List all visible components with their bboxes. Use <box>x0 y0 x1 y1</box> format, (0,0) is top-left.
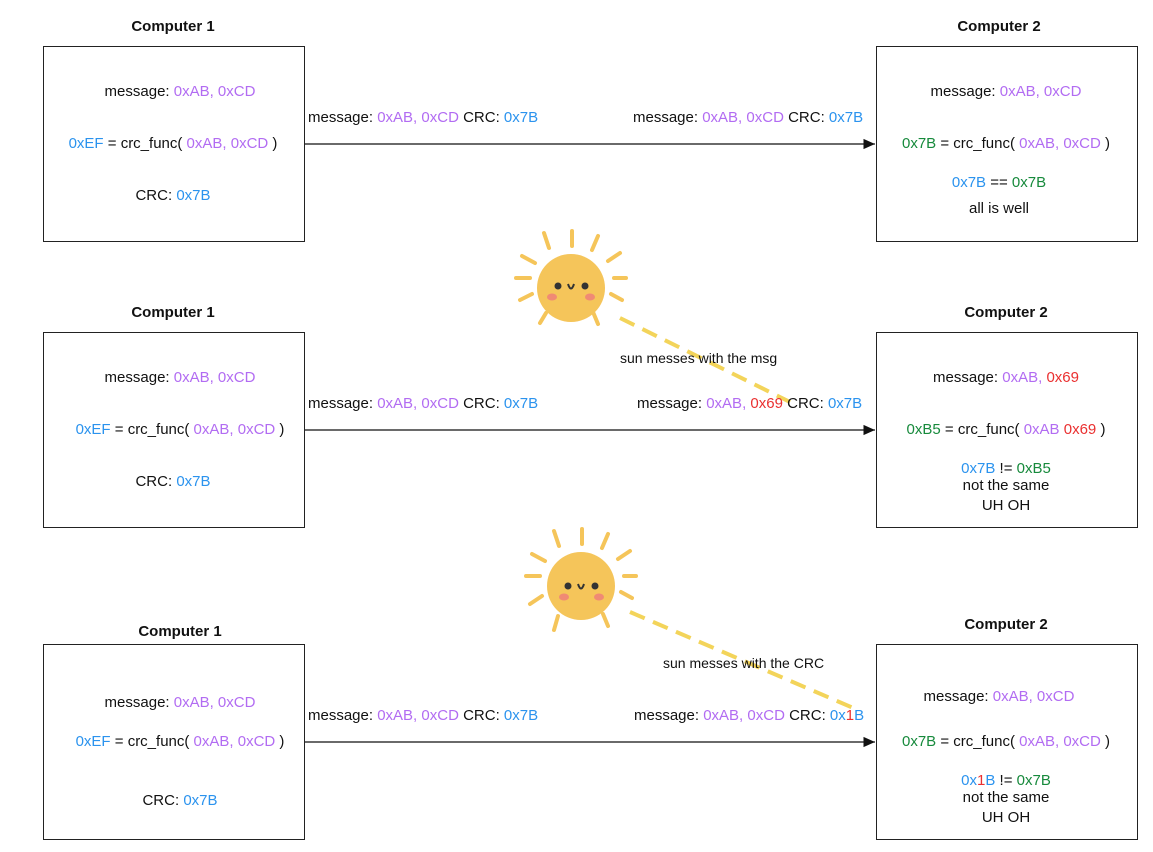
row3-computer1-title: Computer 1 <box>138 623 222 640</box>
row1-c1-message: message: 0xAB, 0xCD <box>104 83 256 100</box>
row2-c2-uh-oh: UH OH <box>981 497 1031 514</box>
row3-received-label: message: 0xAB, 0xCD CRC: 0x1B <box>634 707 865 724</box>
row2-computer2-box <box>876 332 1138 528</box>
row3-c2-crc-calc: 0x7B = crc_func( 0xAB, 0xCD ) <box>901 733 1111 750</box>
row3-sent-label: message: 0xAB, 0xCD CRC: 0x7B <box>308 707 539 724</box>
row1-c2-crc-calc: 0x7B = crc_func( 0xAB, 0xCD ) <box>901 135 1111 152</box>
row3-c1-crc: CRC: 0x7B <box>142 792 218 809</box>
row3-annotation: sun messes with the CRC <box>663 655 825 671</box>
row1-c2-compare: 0x7B == 0x7B <box>951 174 1047 191</box>
row3-c1-message: message: 0xAB, 0xCD <box>104 694 256 711</box>
row3-c1-crc-calc: 0xEF = crc_func( 0xAB, 0xCD ) <box>75 733 285 750</box>
sun-ray-row3 <box>629 610 859 712</box>
row3-c2-not-same: not the same <box>962 789 1050 806</box>
row1-computer1-box <box>43 46 305 242</box>
row1-computer2-box <box>876 46 1138 242</box>
row1-computer2-title: Computer 2 <box>957 18 1041 35</box>
row2-c2-not-same: not the same <box>962 477 1050 494</box>
sun-icon-row3 <box>524 527 638 632</box>
row2-computer1-title: Computer 1 <box>131 304 215 321</box>
row3-computer2-box <box>876 644 1138 840</box>
row2-c2-message: message: 0xAB, 0x69 <box>933 369 1079 386</box>
row1-sent-label: message: 0xAB, 0xCD CRC: 0x7B <box>308 109 539 126</box>
row2-received-label: message: 0xAB, 0x69 CRC: 0x7B <box>637 395 863 412</box>
row3-c2-compare: 0x1B != 0x7B <box>961 772 1051 789</box>
row2-computer1-box <box>43 332 305 528</box>
row1-c1-crc-calc: 0xEF = crc_func( 0xAB, 0xCD ) <box>68 135 278 152</box>
row2-c1-crc: CRC: 0x7B <box>135 473 211 490</box>
row3-c2-uh-oh: UH OH <box>981 809 1031 826</box>
row2-computer2-title: Computer 2 <box>964 304 1048 321</box>
row3-computer2-title: Computer 2 <box>964 616 1048 633</box>
row1-c1-crc: CRC: 0x7B <box>135 187 211 204</box>
row1-c2-message: message: 0xAB, 0xCD <box>930 83 1082 100</box>
row2-sent-label: message: 0xAB, 0xCD CRC: 0x7B <box>308 395 539 412</box>
row1-c2-result: all is well <box>968 200 1030 217</box>
row2-c2-compare: 0x7B != 0xB5 <box>961 460 1051 477</box>
row3-computer1-box <box>43 644 305 840</box>
row2-annotation: sun messes with the msg <box>620 350 778 366</box>
row2-c2-crc-calc: 0xB5 = crc_func( 0xAB 0x69 ) <box>906 421 1106 438</box>
row2-c1-message: message: 0xAB, 0xCD <box>104 369 256 386</box>
sun-ray-row2 <box>619 316 791 404</box>
row1-received-label: message: 0xAB, 0xCD CRC: 0x7B <box>633 109 864 126</box>
row3-c2-message: message: 0xAB, 0xCD <box>923 688 1075 705</box>
row1-computer1-title: Computer 1 <box>131 18 215 35</box>
sun-icon-row2 <box>514 229 628 326</box>
row2-c1-crc-calc: 0xEF = crc_func( 0xAB, 0xCD ) <box>75 421 285 438</box>
